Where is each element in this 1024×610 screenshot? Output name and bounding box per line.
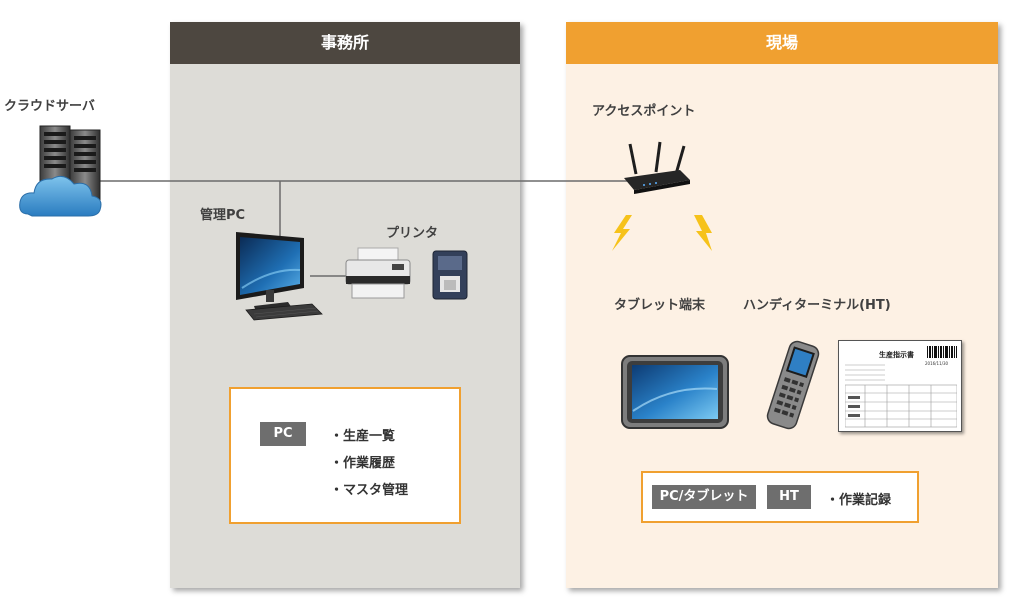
site-panel: 現場 (566, 22, 998, 588)
feature-item: ・作業記録 (826, 493, 892, 508)
feature-item: ・生産一覧 (330, 429, 396, 444)
printer-icon (345, 247, 411, 299)
wireless-signal-icon (612, 215, 632, 251)
cloud-server-label: クラウドサーバ (4, 99, 95, 114)
sheet-title: 生産指示書 (879, 351, 914, 359)
instruction-sheet-document: 生産指示書 2016/11/30 (838, 340, 962, 432)
site-title: 現場 (566, 22, 998, 64)
sheet-table-lines (845, 364, 957, 428)
pc-tag: PC (260, 422, 306, 446)
tablet-icon (621, 355, 729, 429)
site-function-box: PC/タブレット HT ・作業記録 (641, 471, 919, 523)
access-point-label: アクセスポイント (592, 104, 696, 119)
label-printer-icon (432, 250, 468, 300)
pc-tablet-tag: PC/タブレット (652, 485, 756, 509)
wireless-signal-icon (694, 215, 712, 251)
sheet-date: 2016/11/30 (925, 361, 949, 366)
barcode-icon (927, 346, 957, 358)
desktop-pc-icon (236, 232, 323, 321)
feature-item: ・作業履歴 (330, 456, 396, 471)
feature-item: ・マスタ管理 (330, 483, 409, 498)
office-function-box: PC ・生産一覧 ・作業履歴 ・マスタ管理 (229, 387, 461, 524)
ht-tag: HT (767, 485, 811, 509)
printer-label: プリンタ (386, 226, 439, 241)
cloud-server-icon (19, 125, 102, 217)
office-title: 事務所 (170, 22, 520, 64)
management-pc-label: 管理PC (200, 208, 246, 223)
handy-terminal-icon (766, 340, 820, 430)
tablet-label: タブレット端末 (614, 298, 706, 313)
handy-terminal-label: ハンディターミナル(HT) (743, 298, 891, 313)
wireless-router-icon (624, 141, 690, 194)
